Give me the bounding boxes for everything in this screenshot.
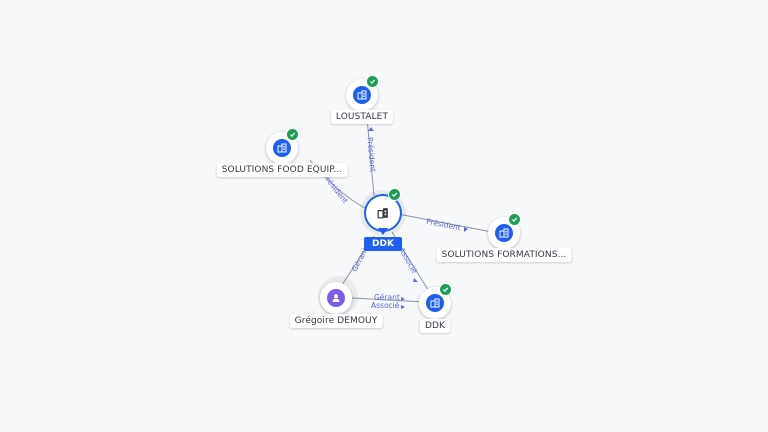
edge-label-person-ddk-gerant: Gérant bbox=[374, 293, 400, 302]
company-node-solutions-food[interactable] bbox=[264, 128, 300, 166]
company-node-solutions-formations[interactable] bbox=[486, 213, 522, 251]
check-badge-icon bbox=[508, 213, 521, 226]
center-node-ddk[interactable] bbox=[360, 188, 406, 236]
node-label-solutions-formations[interactable]: SOLUTIONS FORMATIONS... bbox=[436, 248, 572, 262]
building-icon bbox=[426, 294, 444, 312]
building-icon bbox=[372, 202, 394, 224]
building-icon bbox=[353, 86, 371, 104]
person-node-gregoire[interactable] bbox=[316, 276, 358, 318]
edge-center-formations bbox=[397, 213, 493, 233]
edge-arrow-person-ddk-2 bbox=[401, 305, 405, 309]
edge-person-ddkchild bbox=[351, 297, 427, 303]
person-icon bbox=[327, 289, 345, 307]
check-badge-icon bbox=[366, 75, 379, 88]
check-badge-icon bbox=[439, 283, 452, 296]
building-icon bbox=[495, 224, 513, 242]
check-badge-icon bbox=[388, 188, 401, 201]
edge-arrow-loustalet bbox=[368, 127, 374, 131]
edge-arrow-ddkchild bbox=[413, 278, 418, 282]
building-icon bbox=[273, 139, 291, 157]
company-node-ddk-child[interactable] bbox=[417, 283, 453, 321]
company-node-loustalet[interactable] bbox=[344, 75, 380, 113]
pin-tip bbox=[378, 228, 388, 235]
center-node-label[interactable]: DDK bbox=[364, 237, 402, 251]
edge-arrow-formations bbox=[464, 227, 468, 232]
node-label-solutions-food[interactable]: SOLUTIONS FOOD EQUIP... bbox=[216, 163, 348, 177]
check-badge-icon bbox=[286, 128, 299, 141]
node-label-person[interactable]: Grégoire DEMOUY bbox=[289, 314, 383, 328]
edge-label-person-ddk-associe: Associé bbox=[371, 301, 400, 310]
edge-arrow-person-ddk-1 bbox=[401, 297, 405, 301]
node-label-loustalet[interactable]: LOUSTALET bbox=[330, 110, 394, 124]
node-label-ddk-child[interactable]: DDK bbox=[419, 319, 451, 333]
